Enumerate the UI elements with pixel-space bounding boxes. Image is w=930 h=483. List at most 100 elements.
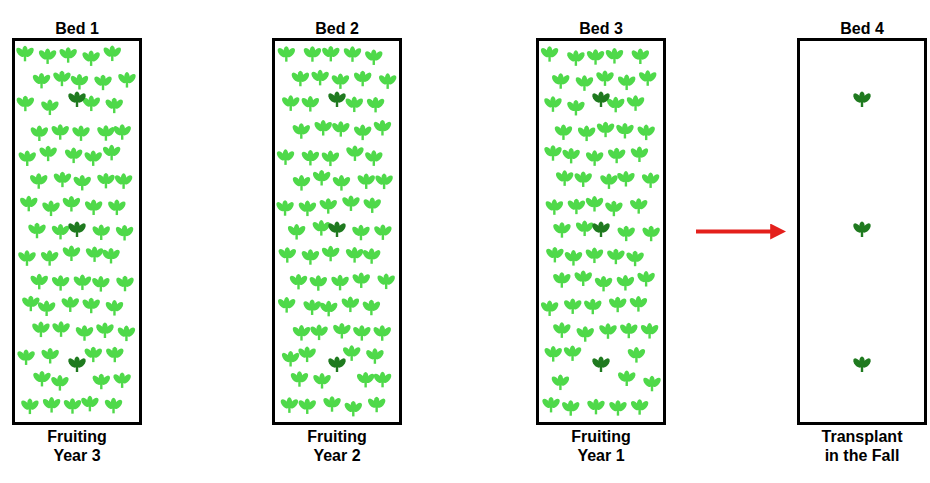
strawberry-plant [16,349,37,365]
strawberry-plant [15,96,36,112]
strawberry-plant [606,148,627,164]
strawberry-plant [291,175,312,191]
strawberry-plant [20,399,41,415]
strawberry-plant [276,46,297,62]
strawberry-plant [101,248,122,264]
strawberry-plant [17,150,38,166]
strawberry-plant [290,71,311,87]
strawberry-plant [277,247,298,263]
strawberry-plant [608,400,629,416]
strawberry-plant [541,397,562,413]
strawberry-plant [297,347,318,363]
strawberry-plant [50,224,71,240]
strawberry-plant [308,275,329,291]
strawberry-plant [637,70,658,86]
strawberry-plant [352,325,373,341]
strawberry-plant [575,326,596,342]
strawberry-plant [36,301,57,317]
strawberry-plant [340,297,361,313]
strawberry-plant [598,323,619,339]
strawberry-plant [311,170,332,186]
strawberry-plant [599,173,620,189]
strawberry-plant [37,48,58,64]
strawberry-plant [69,74,90,90]
strawberry-plant [101,145,122,161]
strawberry-plant [628,198,649,214]
mother-plant [327,222,348,238]
strawberry-plant [345,145,366,161]
strawberry-plant [604,48,625,64]
strawberry-plant [377,73,398,89]
strawberry-plant [60,296,81,312]
mother-plant [591,357,612,373]
strawberry-plant [544,199,565,215]
strawberry-plant [116,326,137,342]
strawberry-plant [543,346,564,362]
strawberry-plant [91,225,112,241]
strawberry-plant [330,73,351,89]
strawberry-plant [91,276,112,292]
mother-plant [327,357,348,373]
strawberry-plant [574,221,595,237]
strawberry-plant [276,297,297,313]
strawberry-plant [291,123,312,139]
strawberry-plant [280,95,301,111]
strawberry-plant [96,125,117,141]
strawberry-plant [605,97,626,113]
strawberry-plant [539,46,560,62]
strawberry-plant [616,75,637,91]
strawberry-plant [288,274,309,290]
mother-plant [67,92,88,108]
strawberry-plant [312,373,333,389]
strawberry-plant [302,299,323,315]
strawberry-plant [71,125,92,141]
strawberry-plant [372,372,393,388]
strawberry-plant [320,46,341,62]
strawberry-plant [41,397,62,413]
strawberry-plant [595,70,616,86]
strawberry-plant [543,145,564,161]
strawberry-plant [562,298,583,314]
strawberry-plant [58,47,79,63]
strawberry-plant [362,197,383,213]
strawberry-plant [61,245,82,261]
strawberry-plant [40,348,61,364]
bed-label: Bed 3 [519,19,683,38]
strawberry-plant [629,146,650,162]
strawberry-plant [553,124,574,140]
strawberry-plant [363,150,384,166]
strawberry-plant [550,73,571,89]
strawberry-plant [31,322,52,338]
strawberry-plant [563,250,584,266]
strawberry-plant [566,50,587,65]
strawberry-plant [561,148,582,164]
strawberry-plant [539,300,560,316]
strawberry-plant [545,247,566,263]
strawberry-plant [376,274,397,290]
strawberry-plant [32,371,53,387]
strawberry-plant [61,196,82,212]
strawberry-plant [280,351,301,367]
strawberry-plant [15,46,36,62]
strawberry-plant [74,325,95,341]
strawberry-plant [641,226,662,242]
strawberry-plant [604,201,625,217]
strawberry-plant [115,276,136,292]
strawberry-plant [372,120,393,136]
strawberry-plant [80,396,101,412]
strawberry-plant [372,325,393,341]
strawberry-plant [95,322,116,338]
strawberry-plant [40,100,61,116]
strawberry-plant [117,72,138,88]
strawberry-plant [50,275,71,291]
garden-bed: Bed 3Fruiting Year 1 [536,38,666,425]
strawberry-plant [29,125,50,141]
strawberry-plant [291,325,312,341]
strawberry-plant [355,372,376,388]
bed-caption: Fruiting Year 2 [289,427,385,465]
strawberry-plant [574,75,595,91]
mother-plant [67,357,88,373]
strawberry-plant [300,150,321,166]
strawberry-plant [91,374,112,390]
strawberry-plant [616,171,637,187]
